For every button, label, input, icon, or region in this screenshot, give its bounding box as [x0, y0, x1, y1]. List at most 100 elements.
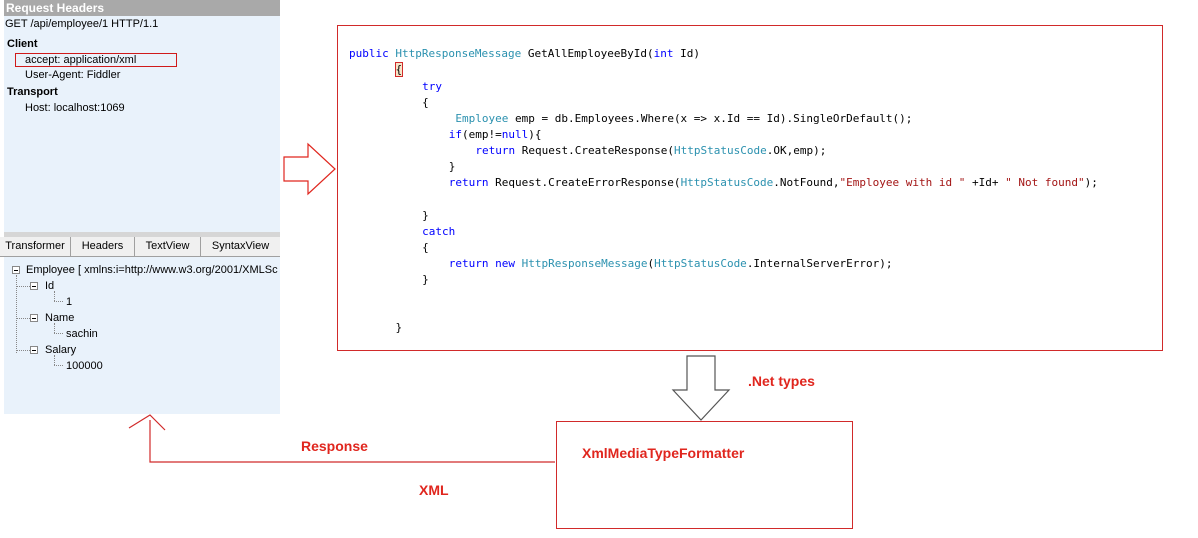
tree-connector	[54, 365, 63, 366]
response-arrow-line	[149, 420, 555, 463]
code-line: }	[396, 320, 403, 336]
code-token: .InternalServerError);	[746, 257, 893, 270]
code-line: }	[422, 272, 429, 288]
code-token: try	[422, 80, 443, 93]
xml-view-panel: Employee [ xmlns:i=http://www.w3.org/200…	[4, 257, 280, 414]
tab-transformer[interactable]: Transformer	[0, 237, 71, 256]
code-token: return	[475, 144, 516, 157]
code-token: .NotFound,	[773, 176, 840, 189]
code-token: ){	[528, 128, 542, 141]
collapse-toggle-icon[interactable]	[30, 282, 38, 290]
code-token: Request.CreateResponse(	[515, 144, 675, 157]
tree-connector	[17, 318, 30, 319]
formatter-box	[556, 421, 853, 529]
tree-connector	[16, 275, 17, 353]
code-token: int	[653, 47, 674, 60]
code-line: public HttpResponseMessage GetAllEmploye…	[349, 46, 700, 62]
code-line: catch	[422, 224, 455, 240]
code-token: Id)	[673, 47, 701, 60]
tree-value-salary[interactable]: 100000	[66, 360, 103, 372]
response-arrowhead-icon	[128, 414, 166, 431]
request-headers-title: Request Headers	[4, 0, 280, 16]
code-token: }	[422, 273, 429, 286]
code-token: HttpStatusCode	[680, 176, 774, 189]
right-block-arrow-icon	[283, 142, 336, 196]
code-token: HttpStatusCode	[654, 257, 747, 270]
code-token: {	[422, 241, 429, 254]
code-line: {	[394, 62, 404, 78]
tree-node-employee[interactable]: Employee [ xmlns:i=http://www.w3.org/200…	[26, 264, 278, 276]
code-token: }	[448, 160, 456, 173]
response-tabs: Transformer Headers TextView SyntaxView	[0, 237, 280, 257]
collapse-toggle-icon[interactable]	[30, 314, 38, 322]
accept-header[interactable]: accept: application/xml	[25, 54, 137, 66]
code-token: HttpResponseMessage	[521, 257, 648, 270]
code-token: Request.CreateErrorResponse(	[488, 176, 681, 189]
request-line: GET /api/employee/1 HTTP/1.1	[5, 18, 159, 30]
tab-headers[interactable]: Headers	[71, 237, 135, 256]
tree-connector	[17, 350, 30, 351]
tree-connector	[54, 323, 55, 333]
net-types-label: .Net types	[748, 373, 815, 389]
tree-value-id[interactable]: 1	[66, 296, 73, 308]
code-token: }	[422, 209, 429, 222]
code-token: Employee	[455, 112, 509, 125]
code-line: }	[449, 159, 456, 175]
tree-node-id[interactable]: Id	[45, 280, 55, 292]
request-headers-panel: Request Headers GET /api/employee/1 HTTP…	[4, 0, 280, 232]
tab-textview[interactable]: TextView	[135, 237, 201, 256]
code-token: (	[647, 257, 655, 270]
code-line: Employee emp = db.Employees.Where(x => x…	[455, 111, 912, 127]
accept-header-highlight	[15, 53, 177, 67]
code-line: }	[422, 208, 429, 224]
code-token: "Employee with id "	[839, 176, 966, 189]
tree-connector	[54, 291, 55, 301]
highlighted-brace: {	[394, 62, 404, 77]
user-agent-header[interactable]: User-Agent: Fiddler	[25, 69, 121, 81]
code-token: if	[448, 128, 462, 141]
code-token: return	[448, 176, 489, 189]
code-token: HttpResponseMessage	[395, 47, 522, 60]
transport-section-label[interactable]: Transport	[7, 86, 58, 98]
code-line: return new HttpResponseMessage(HttpStatu…	[449, 256, 893, 272]
code-token: " Not found"	[1005, 176, 1085, 189]
code-line: {	[422, 95, 429, 111]
tab-syntaxview[interactable]: SyntaxView	[211, 240, 270, 252]
code-token: null	[501, 128, 529, 141]
code-token: return	[448, 257, 489, 270]
code-token: new	[495, 257, 515, 270]
code-token: GetAllEmployeeById(	[521, 47, 654, 60]
code-line: try	[422, 79, 442, 95]
code-line: return Request.CreateResponse(HttpStatus…	[475, 143, 826, 159]
tree-connector	[17, 286, 30, 287]
code-token: );	[1084, 176, 1098, 189]
tree-connector	[54, 333, 63, 334]
code-token: (emp!=	[462, 128, 502, 141]
tree-value-name[interactable]: sachin	[66, 328, 98, 340]
pane-splitter[interactable]	[4, 232, 280, 237]
controller-code-box: public HttpResponseMessage GetAllEmploye…	[337, 25, 1163, 351]
code-line: if(emp!=null){	[449, 127, 542, 143]
tree-connector	[54, 355, 55, 365]
collapse-toggle-icon[interactable]	[30, 346, 38, 354]
code-token: catch	[422, 225, 456, 238]
tree-connector	[54, 301, 63, 302]
xml-label: XML	[419, 482, 449, 498]
code-token: .OK,emp);	[766, 144, 827, 157]
code-token: HttpStatusCode	[674, 144, 767, 157]
xml-tree: Employee [ xmlns:i=http://www.w3.org/200…	[4, 257, 280, 414]
host-header[interactable]: Host: localhost:1069	[25, 102, 125, 114]
code-token: emp = db.Employees.Where(x => x.Id == Id…	[508, 112, 913, 125]
formatter-label: XmlMediaTypeFormatter	[582, 445, 745, 461]
collapse-toggle-icon[interactable]	[12, 266, 20, 274]
code-line: return Request.CreateErrorResponse(HttpS…	[449, 175, 1098, 191]
tree-node-name[interactable]: Name	[45, 312, 75, 324]
client-section-label[interactable]: Client	[7, 38, 38, 50]
code-token: {	[422, 96, 429, 109]
response-label: Response	[301, 438, 368, 454]
tree-node-salary[interactable]: Salary	[45, 344, 77, 356]
code-token: public	[349, 47, 396, 60]
down-block-arrow-icon	[671, 355, 731, 421]
code-line: {	[422, 240, 429, 256]
